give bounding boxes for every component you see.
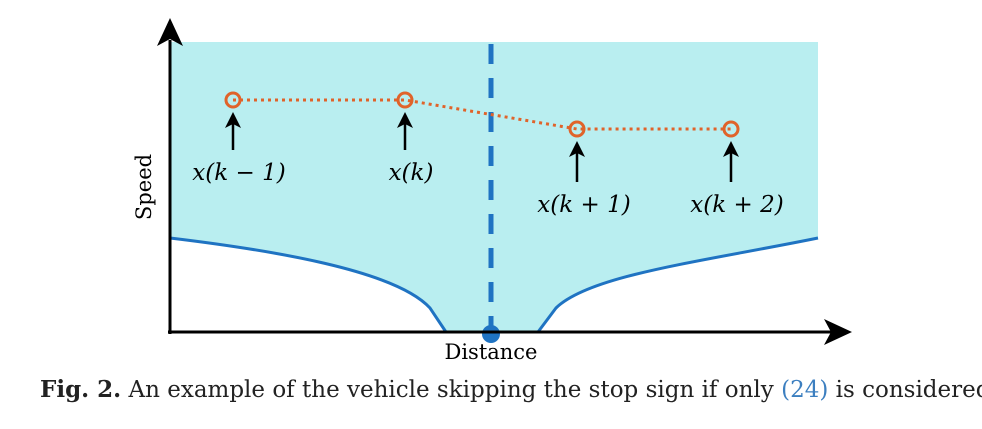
arrowhead-4 (723, 141, 739, 157)
arrowhead-1 (225, 112, 241, 128)
feasible-speed-region (170, 42, 818, 332)
caption-figure-label: Fig. 2. (40, 376, 122, 403)
point-label-1: x(k − 1) (192, 160, 285, 186)
trajectory-point-4 (722, 120, 740, 138)
trajectory-points (224, 91, 740, 138)
point-label-4: x(k + 2) (690, 192, 783, 218)
point-label-2: x(k) (389, 160, 434, 186)
x-axis-label: Distance (444, 340, 537, 364)
point-label-3: x(k + 1) (537, 192, 630, 218)
y-axis-label: Speed (132, 154, 156, 220)
caption-equation-reference-link[interactable]: (24) (781, 377, 829, 403)
arrowhead-2 (397, 112, 413, 128)
point-arrows (225, 112, 739, 182)
trajectory-point-2 (396, 91, 414, 109)
figure-caption: Fig. 2. An example of the vehicle skippi… (40, 376, 982, 403)
caption-text-after: is considered. (828, 377, 982, 403)
x-axis-arrowhead (824, 319, 852, 345)
y-axis-arrowhead (157, 18, 183, 46)
predicted-trajectory-line (233, 98, 731, 131)
arrowhead-3 (569, 141, 585, 157)
caption-text-before: An example of the vehicle skipping the s… (121, 377, 782, 403)
axes (157, 18, 852, 345)
speed-limit-boundary-curve (169, 236, 819, 333)
stop-sign-marker (482, 325, 500, 343)
trajectory-point-3 (568, 120, 586, 138)
trajectory-point-1 (224, 91, 242, 109)
